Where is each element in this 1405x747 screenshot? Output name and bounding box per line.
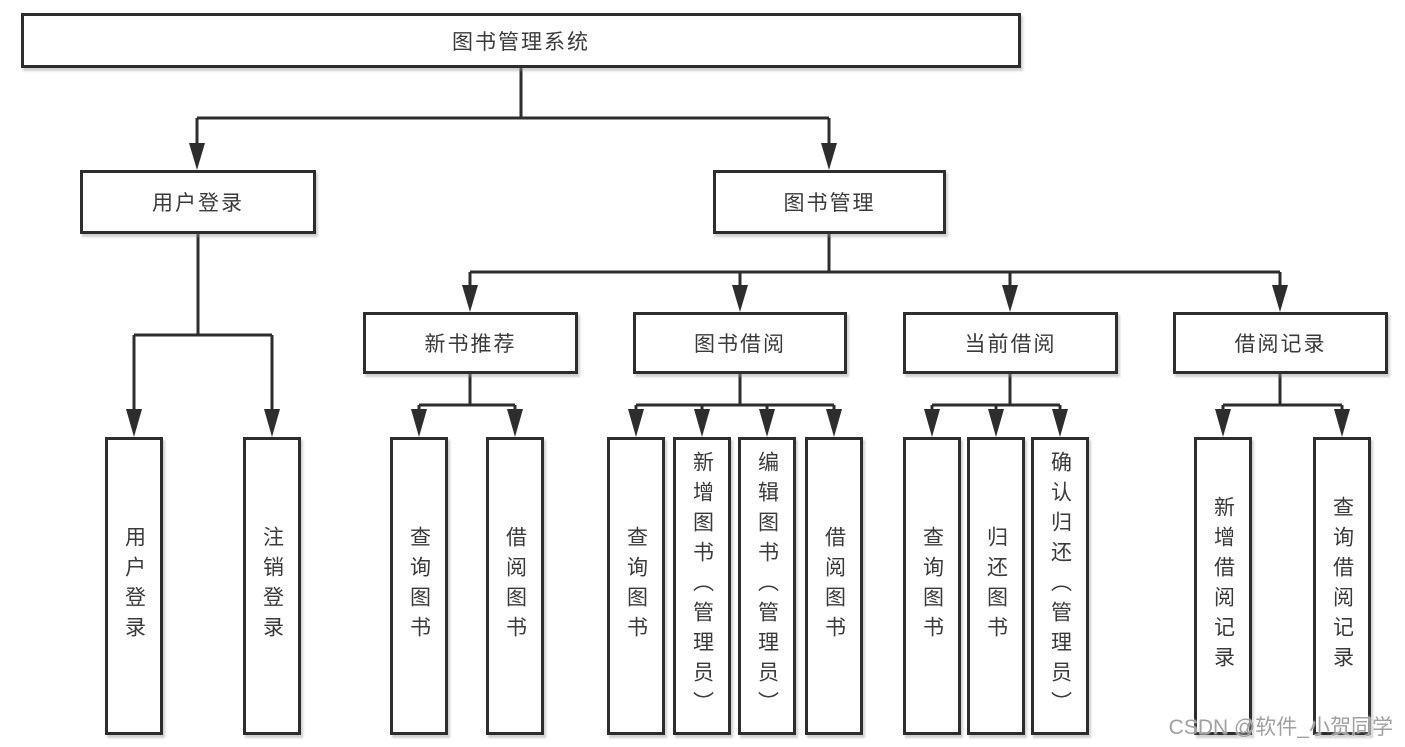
leaf-logout: 注销登录: [243, 437, 301, 735]
csdn-watermark: CSDN @软件_小贺同学: [1168, 716, 1393, 739]
connector-root-to-level2: [189, 68, 837, 170]
node-user-login: 用户登录: [80, 170, 316, 234]
leaf-borrow-add-book: 新增图书（管理员）: [673, 437, 731, 735]
leaf-user-login: 用户登录: [105, 437, 163, 735]
node-new-book-recommend: 新书推荐: [363, 312, 578, 374]
leaf-borrow-query-label: 查询图书: [624, 526, 648, 646]
leaf-user-login-label: 用户登录: [122, 526, 146, 646]
leaf-confirm-return-label: 确认归还（管理员）: [1048, 451, 1072, 721]
node-book-borrowing: 图书借阅: [633, 312, 847, 374]
node-user-login-label: 用户登录: [152, 192, 244, 215]
leaf-query-borrow-record-label: 查询借阅记录: [1330, 496, 1354, 676]
leaf-query-borrow-record: 查询借阅记录: [1313, 437, 1371, 735]
leaf-logout-label: 注销登录: [260, 526, 284, 646]
leaf-borrow-add-book-label: 新增图书（管理员）: [690, 451, 714, 721]
leaf-borrow-book-label: 借阅图书: [822, 526, 846, 646]
node-book-management-label: 图书管理: [783, 192, 876, 215]
leaf-newbooks-borrow-label: 借阅图书: [503, 526, 527, 646]
leaf-borrow-query: 查询图书: [607, 437, 665, 735]
leaf-add-borrow-record-label: 新增借阅记录: [1211, 496, 1235, 676]
node-current-borrowing-label: 当前借阅: [964, 333, 1057, 356]
node-new-book-recommend-label: 新书推荐: [424, 333, 517, 356]
node-borrowing-records: 借阅记录: [1173, 312, 1388, 374]
connector-current-to-leaves: [924, 374, 1068, 437]
leaf-borrow-book: 借阅图书: [805, 437, 863, 735]
node-borrowing-records-label: 借阅记录: [1234, 333, 1327, 356]
connector-login-to-leaves: [126, 234, 280, 437]
node-root: 图书管理系统: [21, 13, 1021, 68]
leaf-newbooks-borrow: 借阅图书: [486, 437, 544, 735]
leaf-newbooks-query: 查询图书: [390, 437, 448, 735]
connector-borrow-to-leaves: [628, 374, 842, 437]
node-book-management: 图书管理: [713, 170, 946, 234]
leaf-add-borrow-record: 新增借阅记录: [1194, 437, 1252, 735]
leaf-return-book-label: 归还图书: [984, 526, 1008, 646]
connector-records-to-leaves: [1215, 374, 1350, 437]
leaf-current-query: 查询图书: [903, 437, 961, 735]
node-current-borrowing: 当前借阅: [903, 312, 1118, 374]
leaf-confirm-return: 确认归还（管理员）: [1031, 437, 1089, 735]
leaf-borrow-edit-book: 编辑图书（管理员）: [738, 437, 796, 735]
connector-mgmt-to-level3: [462, 234, 1288, 312]
leaf-return-book: 归还图书: [967, 437, 1025, 735]
leaf-newbooks-query-label: 查询图书: [407, 526, 431, 646]
leaf-current-query-label: 查询图书: [920, 526, 944, 646]
node-root-label: 图书管理系统: [452, 30, 590, 54]
leaf-borrow-edit-book-label: 编辑图书（管理员）: [755, 451, 779, 721]
node-book-borrowing-label: 图书借阅: [694, 333, 786, 356]
connector-newbooks-to-leaves: [411, 374, 523, 437]
